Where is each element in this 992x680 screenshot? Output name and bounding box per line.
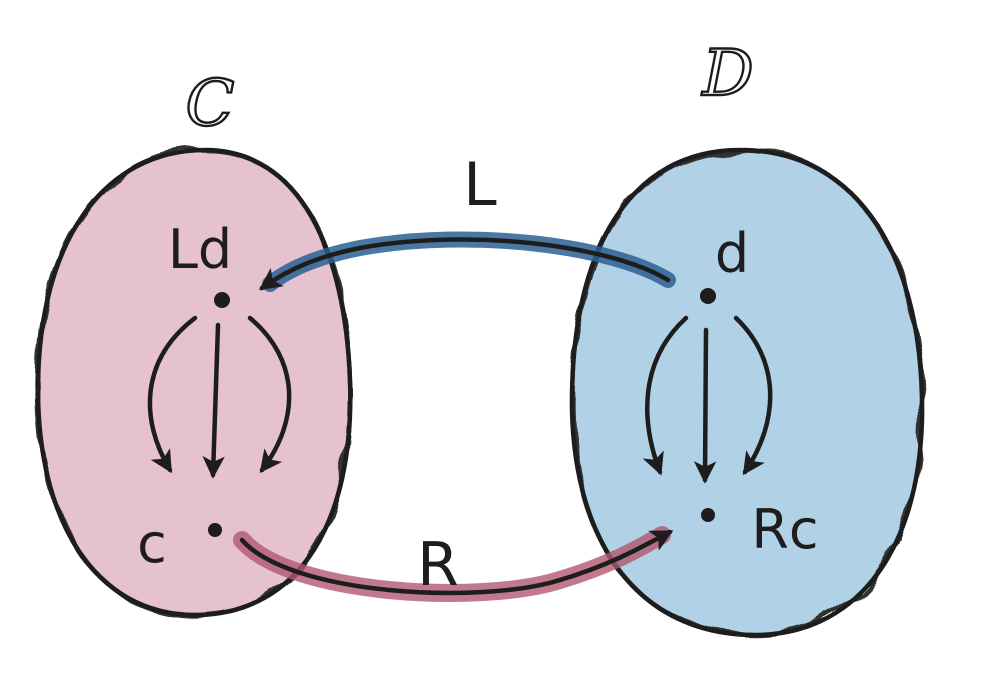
category-c-label: C — [186, 67, 235, 141]
object-rc-dot — [701, 508, 715, 522]
functor-l-line — [258, 237, 671, 291]
functor-r-label: R — [417, 530, 459, 600]
category-c-outline — [35, 147, 353, 618]
category-d-objects: d Rc — [642, 222, 819, 561]
morphism-d-right — [733, 315, 773, 476]
functor-r-arrow: R — [233, 526, 674, 602]
morphism-c-middle — [202, 322, 225, 479]
category-d: D — [569, 36, 925, 638]
morphism-d-middle — [693, 327, 717, 484]
object-d-label: d — [715, 222, 749, 285]
category-c: C — [35, 66, 353, 618]
object-rc-label: Rc — [751, 498, 818, 561]
object-ld-dot — [214, 292, 230, 308]
functor-l-arrow: L — [258, 150, 676, 292]
morphism-c-left — [147, 315, 198, 474]
morphism-c-right — [247, 315, 292, 473]
category-c-objects: Ld c — [137, 218, 292, 575]
functor-l-label: L — [463, 150, 497, 220]
category-d-outline — [569, 147, 925, 638]
morphism-d-left — [642, 315, 689, 476]
object-d-dot — [700, 288, 716, 304]
object-c-label: c — [137, 512, 167, 575]
object-c-dot — [208, 523, 222, 537]
category-d-label: D — [701, 37, 753, 111]
object-ld-label: Ld — [168, 218, 232, 281]
functor-r-line — [239, 529, 674, 596]
